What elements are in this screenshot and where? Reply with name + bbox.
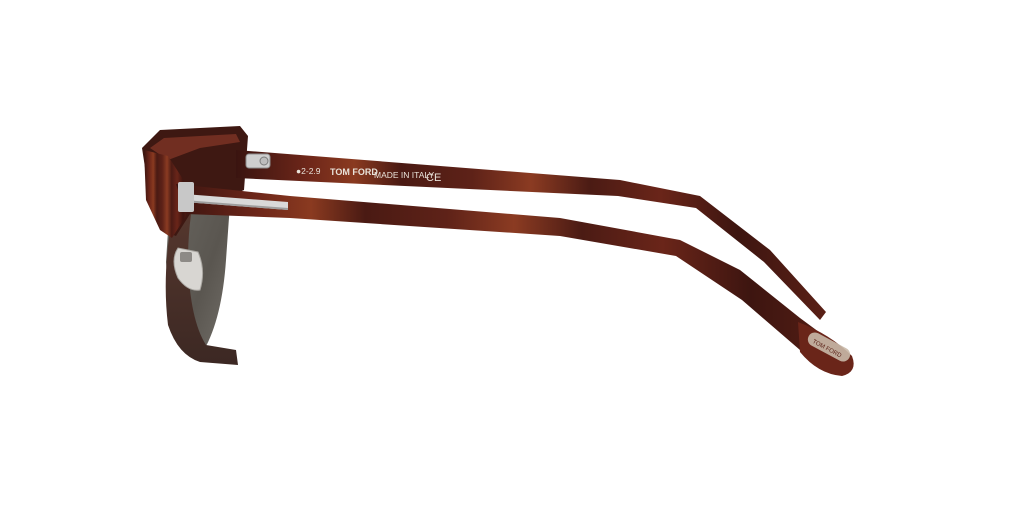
temple-upper — [236, 150, 826, 320]
front-metal-stud — [178, 182, 194, 212]
temple-lower — [176, 184, 852, 374]
temple-imprint-brand: TOM FORD — [330, 167, 378, 177]
temple-imprint-origin: MADE IN ITALY — [374, 170, 434, 180]
temple-imprint-code: ●2-2.9 — [296, 166, 321, 176]
tip-logo-plate — [807, 332, 851, 362]
metal-rim — [165, 180, 238, 365]
temple-metal-bar-shade — [184, 200, 288, 210]
nose-pad-arm — [180, 252, 192, 262]
browline-highlight — [150, 134, 240, 160]
temple-imprint-mark: CE — [426, 172, 441, 184]
front-piece — [144, 150, 190, 238]
hinge-screw — [259, 156, 269, 166]
